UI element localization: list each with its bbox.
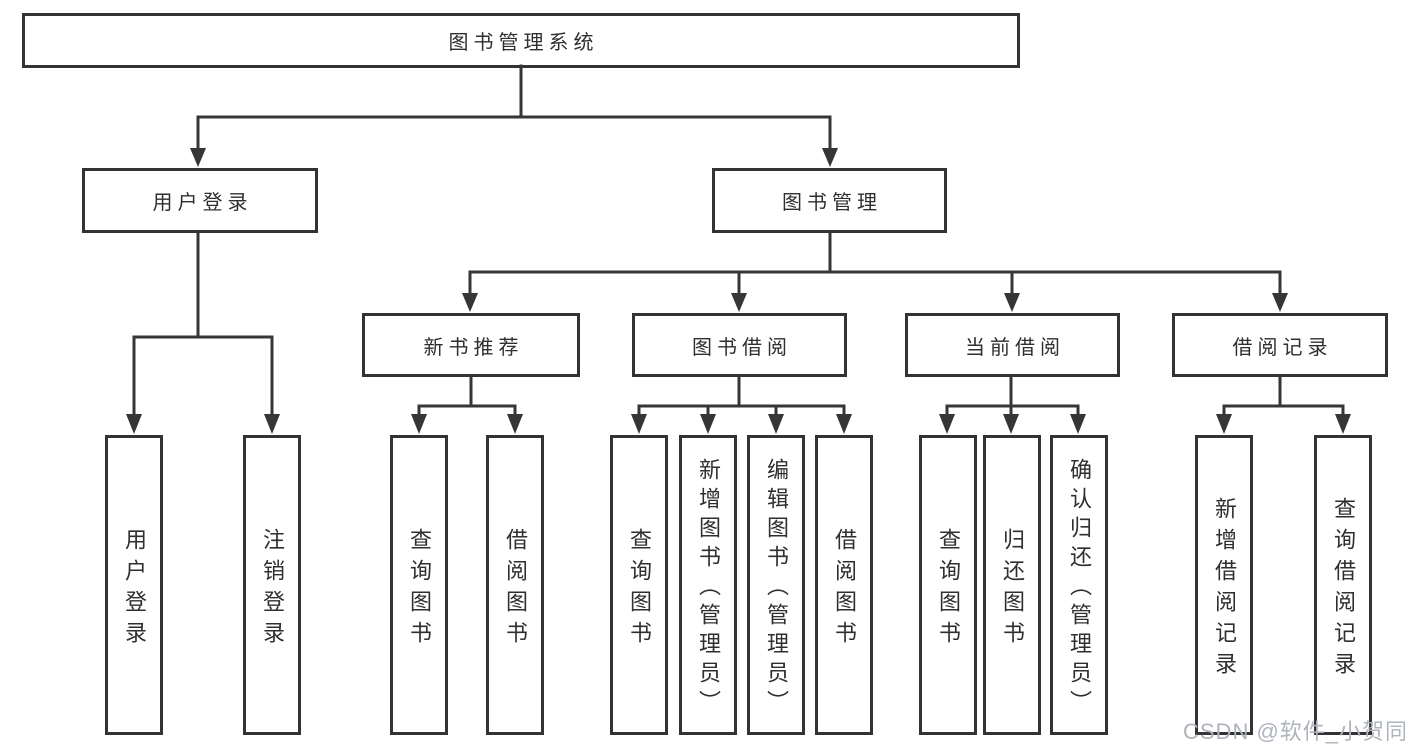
leaf-add-borrow-record: 新增借阅记录 [1195, 435, 1253, 735]
node-borrowing-records-label: 借阅记录 [1232, 336, 1333, 359]
leaf-borrow-books-recommend: 借阅图书 [486, 435, 544, 735]
node-user-login-group: 用户登录 [82, 168, 318, 233]
leaf-query-books-recommend: 查询图书 [390, 435, 448, 735]
leaf-logout: 注销登录 [243, 435, 301, 735]
leaf-user-login: 用户登录 [105, 435, 163, 735]
node-current-borrowing-label: 当前借阅 [965, 336, 1065, 359]
node-book-management-label: 图书管理 [782, 192, 882, 214]
node-borrowing-records: 借阅记录 [1172, 313, 1388, 377]
node-current-borrowing: 当前借阅 [905, 313, 1120, 377]
node-book-borrowing: 图书借阅 [632, 313, 847, 377]
node-user-login-group-label: 用户登录 [152, 192, 253, 214]
leaf-confirm-return-admin: 确认归还（管理员） [1050, 435, 1108, 735]
leaf-borrow-books-borrowing: 借阅图书 [815, 435, 873, 735]
root-node: 图书管理系统 [22, 13, 1020, 68]
node-new-book-recommend-label: 新书推荐 [423, 336, 524, 359]
leaf-add-book-admin: 新增图书（管理员） [679, 435, 737, 735]
leaf-return-book: 归还图书 [983, 435, 1041, 735]
node-new-book-recommend: 新书推荐 [362, 313, 580, 377]
csdn-watermark: CSDN @软件_小贺同学 [1183, 719, 1405, 744]
leaf-query-borrow-record: 查询借阅记录 [1314, 435, 1372, 735]
root-node-label: 图书管理系统 [448, 32, 599, 54]
node-book-management: 图书管理 [712, 168, 947, 233]
leaf-edit-book-admin: 编辑图书（管理员） [747, 435, 805, 735]
leaf-query-books-borrowing: 查询图书 [610, 435, 668, 735]
leaf-query-books-current: 查询图书 [919, 435, 977, 735]
node-book-borrowing-label: 图书借阅 [692, 336, 792, 359]
